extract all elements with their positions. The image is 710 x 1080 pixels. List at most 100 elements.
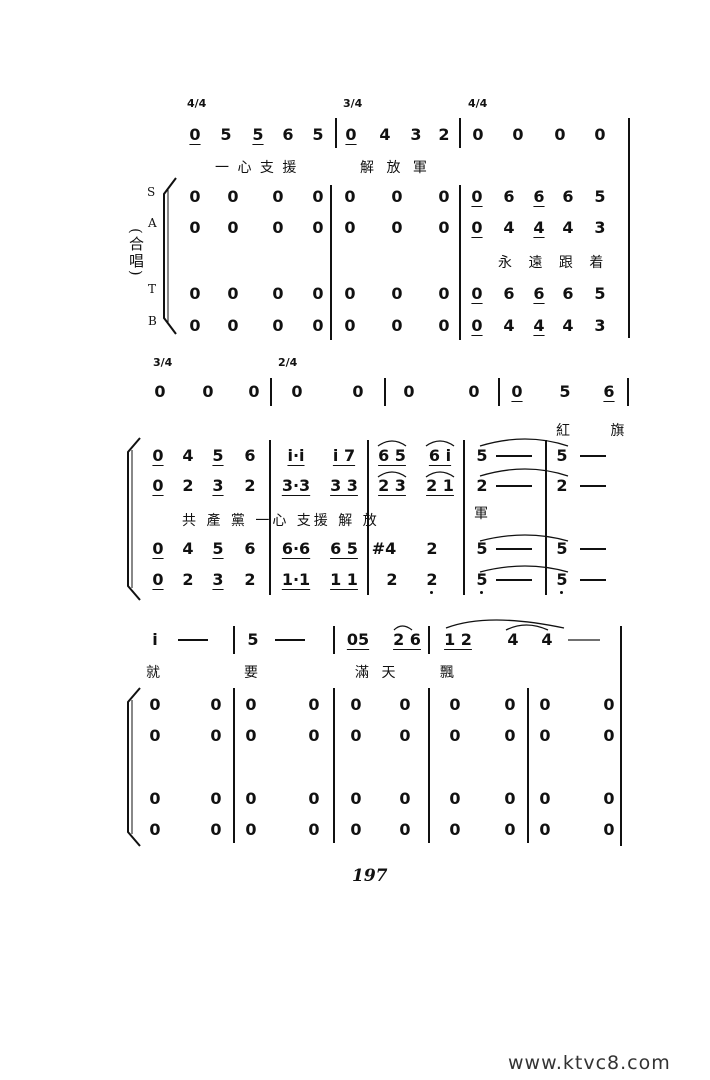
voice-label-a: A — [148, 216, 157, 230]
tie — [479, 534, 569, 542]
time-signature: 3/4 — [343, 97, 363, 110]
note: 05 — [346, 630, 370, 649]
note: 0 — [149, 789, 161, 808]
note: 0 — [272, 218, 284, 237]
note: 6 — [282, 125, 294, 144]
page-number: 197 — [352, 866, 388, 886]
note: 0 — [152, 476, 164, 495]
note: 0 — [272, 316, 284, 335]
barline — [459, 185, 461, 340]
barline — [428, 626, 430, 654]
note: 3 — [594, 316, 606, 335]
note: 0 — [210, 820, 222, 839]
voice-bracket — [163, 177, 177, 335]
note: 5 — [476, 446, 488, 465]
note: 0 — [245, 789, 257, 808]
note: 0 — [350, 695, 362, 714]
note: 6 5 — [330, 539, 358, 558]
note: 0 — [603, 789, 615, 808]
note: 0 — [603, 820, 615, 839]
note: 5 — [312, 125, 324, 144]
lyric: 永 遠 跟 着 — [498, 255, 610, 271]
time-signature: 3/4 — [153, 356, 173, 369]
voice-label-t: T — [148, 282, 157, 296]
note: 2 3 — [378, 476, 406, 495]
time-signature: 2/4 — [278, 356, 298, 369]
note: 5 — [252, 125, 264, 144]
tie — [479, 468, 569, 477]
note: 2 — [438, 125, 450, 144]
note: 0 — [350, 726, 362, 745]
note: 0 — [312, 218, 324, 237]
note: 0 — [202, 382, 214, 401]
barline — [459, 118, 461, 148]
note: i·i — [287, 446, 305, 465]
note: 4 — [507, 630, 519, 649]
note: 0 — [248, 382, 260, 401]
barline — [233, 688, 235, 843]
note: 0 — [391, 218, 403, 237]
note: 1·1 — [281, 570, 311, 589]
note: 0 — [438, 284, 450, 303]
note: 0 — [189, 316, 201, 335]
note: 0 — [603, 726, 615, 745]
barline — [270, 378, 272, 406]
note: 0 — [272, 284, 284, 303]
lyric: 一 心 支 援 — [215, 160, 299, 176]
note: 0 — [210, 695, 222, 714]
note: 2 — [476, 476, 488, 495]
voice-label-s: S — [147, 185, 156, 199]
note: 0 — [399, 789, 411, 808]
lyric: 解 放 軍 — [360, 160, 431, 176]
lyric: 共 產 黨 一心 支援 解 放 — [182, 513, 380, 529]
note: 0 — [449, 726, 461, 745]
note: 0 — [152, 446, 164, 465]
note: 0 — [189, 218, 201, 237]
barline — [428, 688, 430, 843]
note: 0 — [210, 789, 222, 808]
note: 0 — [152, 539, 164, 558]
barline — [233, 626, 235, 654]
note: 3·3 — [281, 476, 311, 495]
note: 0 — [391, 284, 403, 303]
note: 6 5 — [378, 446, 406, 465]
barline — [628, 118, 630, 338]
note: 0 — [272, 187, 284, 206]
note: 0 — [539, 789, 551, 808]
low-octave-dot — [480, 591, 483, 594]
note: 0 — [345, 125, 357, 144]
note: 0 — [449, 820, 461, 839]
barline — [545, 440, 547, 595]
note: 6 — [562, 284, 574, 303]
note: 4 — [503, 316, 515, 335]
note: 5 — [594, 284, 606, 303]
note: 6 — [533, 284, 545, 303]
note: 4 — [562, 316, 574, 335]
voice-label-b: B — [148, 314, 157, 328]
lyric: 要 — [244, 665, 258, 681]
tie — [479, 438, 569, 447]
lyric: 軍 — [474, 506, 488, 522]
barline — [333, 688, 335, 843]
barline — [335, 118, 337, 148]
barline — [627, 378, 629, 406]
note: 0 — [449, 695, 461, 714]
voice-bracket — [127, 437, 141, 601]
note: 0 — [312, 187, 324, 206]
note: 0 — [438, 316, 450, 335]
note: 0 — [245, 695, 257, 714]
held-dash — [580, 485, 606, 487]
note: 0 — [403, 382, 415, 401]
note: 0 — [504, 820, 516, 839]
note: 0 — [308, 820, 320, 839]
held-dash — [568, 639, 600, 641]
note: 0 — [189, 187, 201, 206]
note: 0 — [149, 820, 161, 839]
barline — [367, 440, 369, 595]
note: 0 — [399, 695, 411, 714]
note: 6 — [533, 187, 545, 206]
barline — [498, 378, 500, 406]
held-dash — [580, 548, 606, 550]
low-octave-dot — [560, 591, 563, 594]
note: 2 — [244, 570, 256, 589]
